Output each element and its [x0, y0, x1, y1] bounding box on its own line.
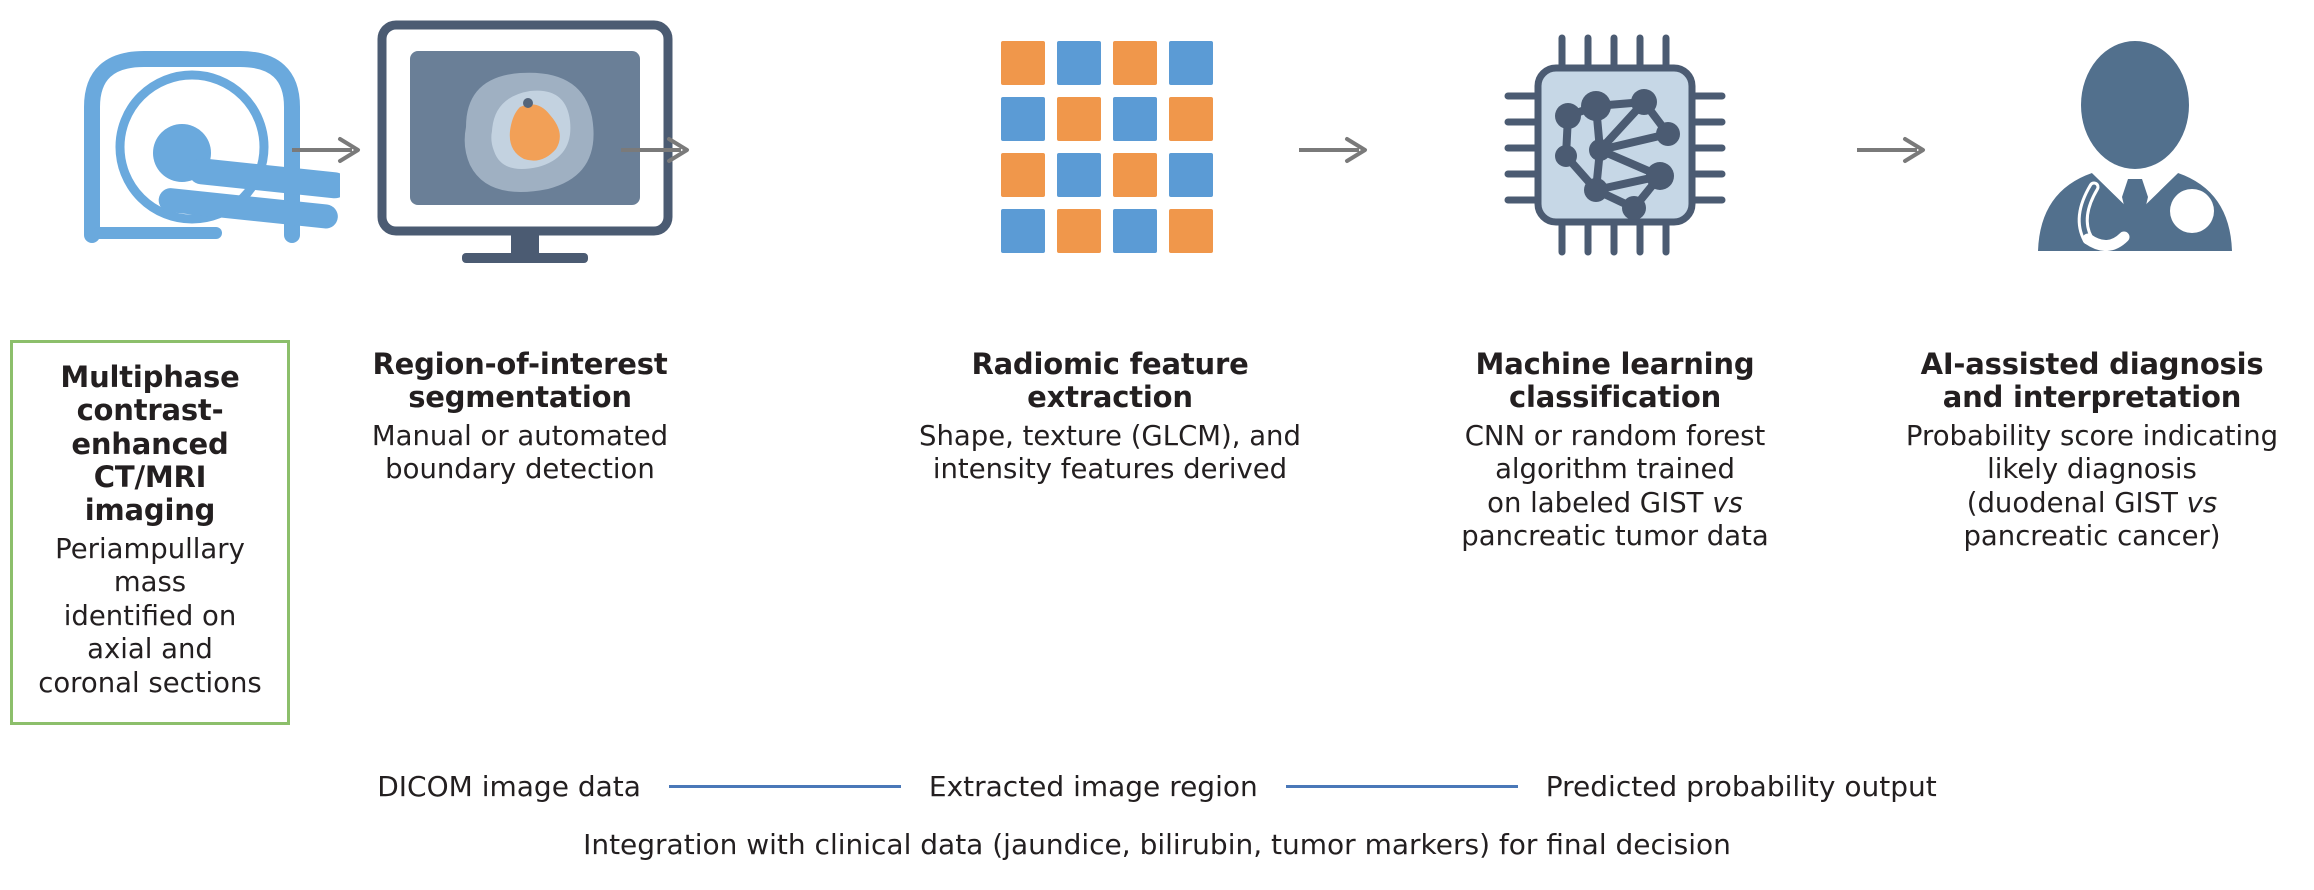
arrow-step1-to-step2: [283, 130, 373, 170]
step-4-title: Machine learning classification: [1475, 347, 1755, 415]
icon-row: [0, 0, 2314, 310]
step-5-description: Probability score indicating likely diag…: [1880, 420, 2304, 554]
footnote-integration-text: Integration with clinical data (jaundice…: [583, 828, 1731, 861]
legend-connector-2: [1285, 785, 1518, 788]
step-4-desc-line3: on labeled GIST vs: [1487, 486, 1743, 519]
step-1-title: Multiphase contrast-enhanced CT/MRI imag…: [60, 360, 240, 528]
step-3-description: Shape, texture (GLCM), and intensity fea…: [919, 419, 1301, 486]
arrow-step2-to-step3: [612, 130, 702, 170]
doctor-icon: [1970, 0, 2300, 290]
arrow-step4-to-step5: [1848, 130, 1938, 170]
step-2-text-block: Region-of-interest segmentation Manual o…: [350, 347, 690, 487]
step-4-text-block: Machine learning classification CNN or r…: [1420, 347, 1810, 554]
step-1-description: Periampullary mass identified on axial a…: [38, 532, 262, 699]
arrow-step3-to-step4: [1290, 130, 1380, 170]
feature-grid-icon: [940, 0, 1270, 290]
step-5-desc-line3: (duodenal GIST vs: [1966, 486, 2218, 519]
step-5-text-block: AI-assisted diagnosis and interpretation…: [1880, 347, 2304, 554]
legend-item-dicom: DICOM image data: [377, 770, 641, 803]
step-5-title: AI-assisted diagnosis and interpretation: [1920, 347, 2264, 415]
legend-row: DICOM image data Extracted image region …: [0, 770, 2314, 803]
step-3-title: Radiomic feature extraction: [971, 347, 1249, 415]
microchip-neural-icon: [1450, 0, 1780, 290]
step-1-text-block: Multiphase contrast-enhanced CT/MRI imag…: [10, 340, 290, 726]
step-3-text-block: Radiomic feature extraction Shape, textu…: [880, 347, 1340, 487]
monitor-segmentation-icon: [360, 0, 690, 290]
legend-item-extracted-region: Extracted image region: [928, 770, 1258, 803]
legend-item-predicted-probability: Predicted probability output: [1545, 770, 1937, 803]
step-2-description: Manual or automated boundary detection: [371, 419, 669, 486]
step-4-description: CNN or random forest algorithm trained o…: [1420, 420, 1810, 554]
legend-connector-1: [668, 785, 901, 788]
ct-scanner-icon: [30, 0, 350, 290]
step-2-title: Region-of-interest segmentation: [372, 347, 668, 415]
